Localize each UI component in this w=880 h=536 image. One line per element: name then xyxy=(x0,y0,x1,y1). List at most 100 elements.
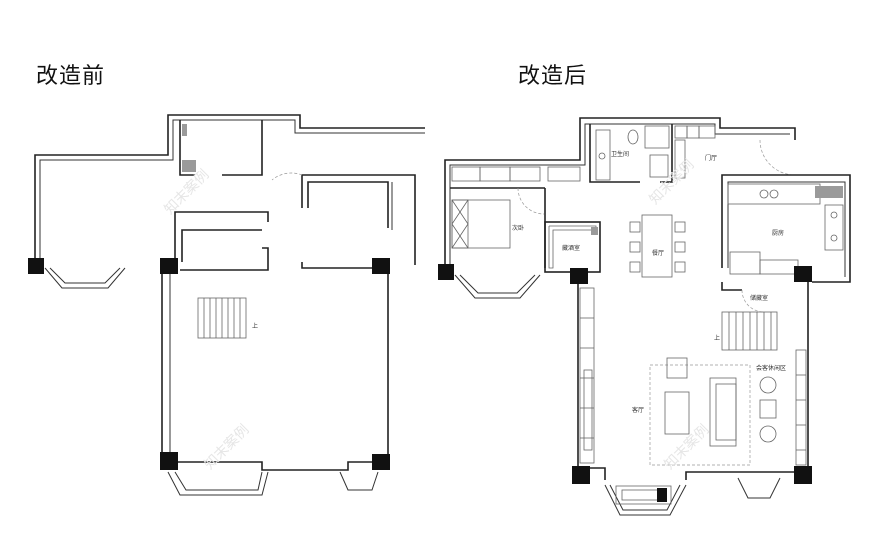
before-outer-wall-top-inner xyxy=(39,119,425,262)
before-column xyxy=(372,258,390,274)
after-foyer-label: 门厅 xyxy=(705,154,717,162)
after-lounge-chair xyxy=(759,425,777,443)
watermark-text: 知末案例 xyxy=(201,421,253,473)
watermark-text: 知末案例 xyxy=(161,166,213,218)
after-bedroom-label: 次卧 xyxy=(512,224,524,232)
after-armchair xyxy=(666,357,688,379)
after-cooktop-burner xyxy=(830,211,838,219)
after-kitchen-wall-inner xyxy=(727,181,846,277)
before-bay-window-left-inner xyxy=(49,267,121,284)
before-column xyxy=(372,454,390,470)
after-floor-plan: 卫生间 门厅 次卧 藏酒室 xyxy=(438,117,851,516)
after-bedroom-door-swing xyxy=(517,187,545,215)
after-kitchen-sink xyxy=(769,189,779,199)
after-kitchen-label: 厨房 xyxy=(772,229,784,237)
after-wine-cellar-duct xyxy=(591,227,598,235)
after-kitchen-wall xyxy=(721,174,851,283)
after-living-cabinets-right xyxy=(795,349,807,466)
after-kitchen-counter-corner xyxy=(729,251,761,275)
after-wall-bottom-left xyxy=(586,467,606,480)
after-bed xyxy=(451,199,511,249)
before-outer-wall-top xyxy=(34,114,425,262)
after-leisure-label: 会客休闲区 xyxy=(756,364,786,372)
before-wall-mid-inner xyxy=(181,229,262,262)
after-kitchen-appliance xyxy=(815,186,843,198)
before-bay-window-small xyxy=(339,471,379,491)
before-renovation-title: 改造前 xyxy=(36,64,106,89)
after-shower xyxy=(644,125,670,149)
after-outer-wall-top-inner xyxy=(449,123,790,268)
after-entry-door-swing xyxy=(759,139,796,176)
before-wall-right-room-inner xyxy=(307,181,389,228)
after-column xyxy=(794,466,812,484)
after-bay-window-bottom xyxy=(604,484,687,516)
after-piano-keys xyxy=(621,489,659,501)
after-piano-bench xyxy=(657,488,667,502)
before-bay-window-left xyxy=(44,267,126,289)
before-wall-upper-b xyxy=(222,120,263,176)
after-kitchen-counter-side xyxy=(824,204,844,251)
after-kitchen-sink xyxy=(759,189,769,199)
after-bedroom-bay-window xyxy=(454,274,541,299)
before-door-swing xyxy=(271,172,303,181)
after-dining-table xyxy=(641,214,673,278)
after-floor-drain xyxy=(598,152,606,160)
before-stairs xyxy=(197,297,247,339)
after-dining-label: 餐厅 xyxy=(652,249,664,257)
after-wine-racks xyxy=(548,225,597,269)
before-column xyxy=(28,258,44,274)
before-wall-mid xyxy=(174,211,269,262)
after-living-label: 客厅 xyxy=(632,406,644,414)
before-wall-mid-lower xyxy=(180,247,269,271)
after-renovation-title: 改造后 xyxy=(518,64,588,89)
after-bay-window-bottom-inner xyxy=(609,484,681,511)
after-bathroom-label: 卫生间 xyxy=(611,150,629,158)
after-bath-vanity xyxy=(595,129,611,181)
after-tv-cabinet xyxy=(583,369,593,451)
after-column xyxy=(794,266,812,282)
after-cooktop-burner xyxy=(830,234,838,242)
after-storage-label: 储藏室 xyxy=(750,294,768,302)
after-stairs-up-label: 上 xyxy=(714,334,720,342)
after-coffee-table xyxy=(664,391,690,435)
after-dining-chairs xyxy=(629,221,686,273)
after-lounge-chair xyxy=(759,376,777,394)
before-bay-window-bottom xyxy=(167,471,269,496)
after-stairs xyxy=(721,311,778,351)
after-bay-window-small xyxy=(737,477,781,499)
after-bed-pillow-line xyxy=(451,199,469,225)
after-sofa-seat xyxy=(715,383,737,441)
after-bathroom-wall-right xyxy=(660,124,673,183)
before-duct-b xyxy=(182,160,196,172)
after-column xyxy=(572,466,590,484)
after-bathroom-wall xyxy=(589,124,640,183)
before-bay-window-bottom-inner xyxy=(174,471,263,491)
after-bedroom-bay-window-inner xyxy=(459,274,536,294)
before-wall-right-room xyxy=(301,174,416,265)
after-living-cabinets-left xyxy=(579,287,595,464)
after-side-table xyxy=(759,399,777,419)
after-bed-headboard xyxy=(451,199,469,249)
after-living-rug xyxy=(649,364,751,466)
after-storage-wall xyxy=(721,282,742,291)
after-sofa xyxy=(709,377,737,447)
before-wall-upper-a xyxy=(179,120,195,176)
before-column xyxy=(160,258,178,274)
before-wall-right-low xyxy=(301,262,375,269)
after-foyer-cabinets xyxy=(674,125,716,179)
after-bath-cabinet xyxy=(649,154,669,178)
after-outer-wall-top xyxy=(444,117,796,268)
before-wall-lower-bottom xyxy=(178,461,372,471)
after-column xyxy=(570,268,588,284)
after-living-cabinet-dividers-right xyxy=(796,374,806,451)
before-floor-plan: 上 知末案例 知末案例 xyxy=(28,114,425,496)
after-toilet xyxy=(627,129,639,145)
after-kitchen-counter-bottom xyxy=(759,259,799,275)
after-kitchen-counter-top xyxy=(727,183,821,205)
after-wine-cellar-label: 藏酒室 xyxy=(562,244,580,252)
after-cabinets-top-left xyxy=(451,166,581,182)
before-duct-a xyxy=(182,124,187,136)
before-stairs-up-label: 上 xyxy=(252,322,258,330)
after-wall-bottom-right xyxy=(685,471,796,480)
